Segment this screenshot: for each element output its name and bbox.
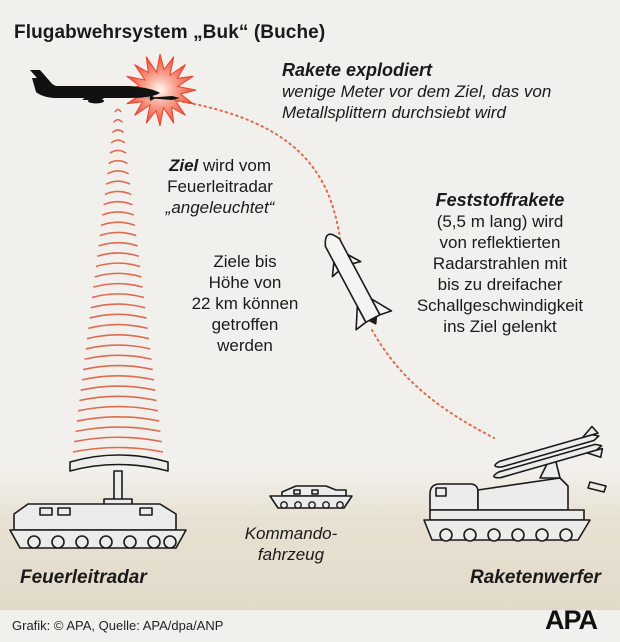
wheel (294, 501, 302, 509)
altitude-line-1: Ziele bis (213, 252, 277, 271)
wheel (280, 501, 288, 509)
radar-wave (106, 170, 130, 175)
target-line-1: Ziel wird vom (120, 155, 320, 176)
missile-line-6: ins Ziel gelenkt (443, 317, 557, 336)
explosion-line-2: Metallsplittern durchsiebt wird (282, 103, 506, 122)
missile-heading: Feststoffrakete (435, 190, 565, 210)
radar-wave (98, 241, 138, 247)
radar-wave (111, 129, 125, 134)
radar-wave (83, 364, 153, 371)
wheel (27, 535, 41, 549)
radar-wave (72, 446, 164, 453)
wheel (322, 501, 330, 509)
missile-line-4: bis zu dreifacher (437, 275, 563, 294)
radar-wave (110, 139, 126, 144)
altitude-description: Ziele bis Höhe von 22 km können getroffe… (175, 251, 315, 356)
wheel (163, 535, 177, 549)
radar-wave (104, 190, 132, 196)
radar-wave (77, 405, 159, 412)
radar-wave (85, 344, 151, 350)
radar-wave (94, 272, 142, 278)
missile-line-3: Radarstrahlen mit (432, 254, 568, 273)
radar-wave (80, 385, 156, 391)
radar-wave (108, 159, 128, 165)
wheel (75, 535, 89, 549)
radar-wave (103, 200, 133, 206)
wheel (487, 528, 501, 542)
wheel (51, 535, 65, 549)
radar-vehicle-label: Feuerleitradar (20, 567, 147, 588)
radar-wave (95, 262, 141, 268)
missile-at-target-icon (146, 95, 180, 101)
launcher-vehicle-wheels (439, 528, 573, 542)
altitude-line-4: getroffen (211, 315, 279, 334)
radar-wave (101, 211, 135, 216)
altitude-line-2: Höhe von (208, 273, 282, 292)
missile-flight-path (171, 99, 495, 439)
source-credit: Grafik: © APA, Quelle: APA/dpa/ANP (12, 618, 224, 633)
wheel (99, 535, 113, 549)
wheel (308, 501, 316, 509)
radar-wave (99, 231, 137, 237)
target-line-1-rest: wird vom (198, 156, 272, 175)
radar-wave (75, 426, 161, 433)
radar-wave (89, 313, 147, 319)
explosion-heading: Rakete explodiert (282, 60, 433, 80)
radar-wave (90, 303, 146, 309)
wheel (559, 528, 573, 542)
wheel (463, 528, 477, 542)
target-line-2: Feuerleitradar (167, 177, 273, 196)
wheel (511, 528, 525, 542)
target-line-3: „angeleuchtet“ (165, 198, 275, 217)
command-vehicle-wheels (280, 501, 344, 509)
missile-line-2: von reflektierten (439, 233, 561, 252)
radar-wave (79, 395, 157, 402)
explosion-description: Rakete explodiert wenige Meter vor dem Z… (282, 60, 551, 123)
radar-wave (74, 436, 162, 443)
command-vehicle-label: Kommando- fahrzeug (226, 523, 356, 565)
missile-description: Feststoffrakete (5,5 m lang) wird von re… (384, 190, 616, 337)
radar-wave (96, 252, 140, 258)
altitude-line-5: werden (217, 336, 273, 355)
wheel (336, 501, 344, 509)
missile-line-5: Schallgeschwindigkeit (416, 296, 584, 315)
command-vehicle-icon (269, 485, 353, 509)
wheel (535, 528, 549, 542)
wheel (147, 535, 161, 549)
radar-wave (88, 323, 148, 330)
command-vehicle-label-line-2: fahrzeug (257, 545, 325, 564)
apa-logo: APA (545, 605, 598, 635)
radar-wave (93, 282, 143, 288)
page-title: Flugabwehrsystem „Buk“ (Buche) (14, 22, 326, 43)
radar-wave (114, 108, 122, 113)
radar-wave (91, 293, 145, 299)
radar-wave (113, 118, 123, 123)
explosion-line-1: wenige Meter vor dem Ziel, das von (282, 82, 552, 101)
launcher-vehicle-label: Raketenwerfer (470, 567, 601, 588)
radar-vehicle-wheels (27, 535, 177, 549)
radar-wave (105, 180, 131, 185)
radar-wave (86, 334, 150, 340)
wheel (123, 535, 137, 549)
radar-wave (84, 354, 152, 361)
radar-wave (81, 375, 155, 381)
missile-line-1: (5,5 m lang) wird (436, 212, 564, 231)
target-description: Ziel wird vom Feuerleitradar „angeleucht… (120, 155, 320, 218)
radar-wave (100, 221, 136, 227)
radar-wave (76, 415, 160, 422)
command-vehicle-label-line-1: Kommando- (244, 524, 338, 543)
altitude-line-3: 22 km können (191, 294, 299, 313)
flying-missile-icon (324, 233, 393, 331)
target-keyword: Ziel (168, 156, 199, 175)
radar-wave (109, 149, 127, 154)
launcher-vehicle-icon (423, 425, 607, 541)
radar-beam (72, 108, 164, 453)
wheel (439, 528, 453, 542)
aircraft-icon (30, 70, 160, 104)
